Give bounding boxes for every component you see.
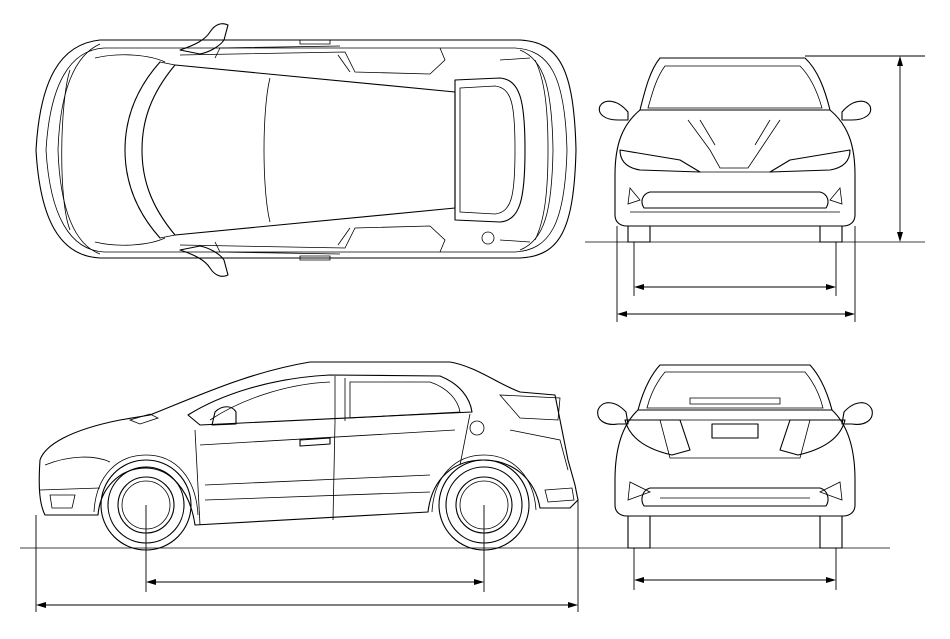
- overall-height-dimension: [805, 55, 925, 242]
- wheelbase-dimension: [145, 505, 485, 592]
- ground-lines: [20, 241, 925, 549]
- overall-length-dimension: [35, 500, 579, 612]
- side-view: [38, 361, 579, 551]
- overall-width-dimension: [616, 226, 856, 322]
- rear-track-dimension: [633, 548, 837, 590]
- front-track-dimension: [633, 242, 837, 296]
- top-view: [35, 23, 577, 277]
- dimension-lines: [35, 55, 925, 612]
- front-view: [598, 57, 872, 243]
- rear-view: [597, 364, 873, 549]
